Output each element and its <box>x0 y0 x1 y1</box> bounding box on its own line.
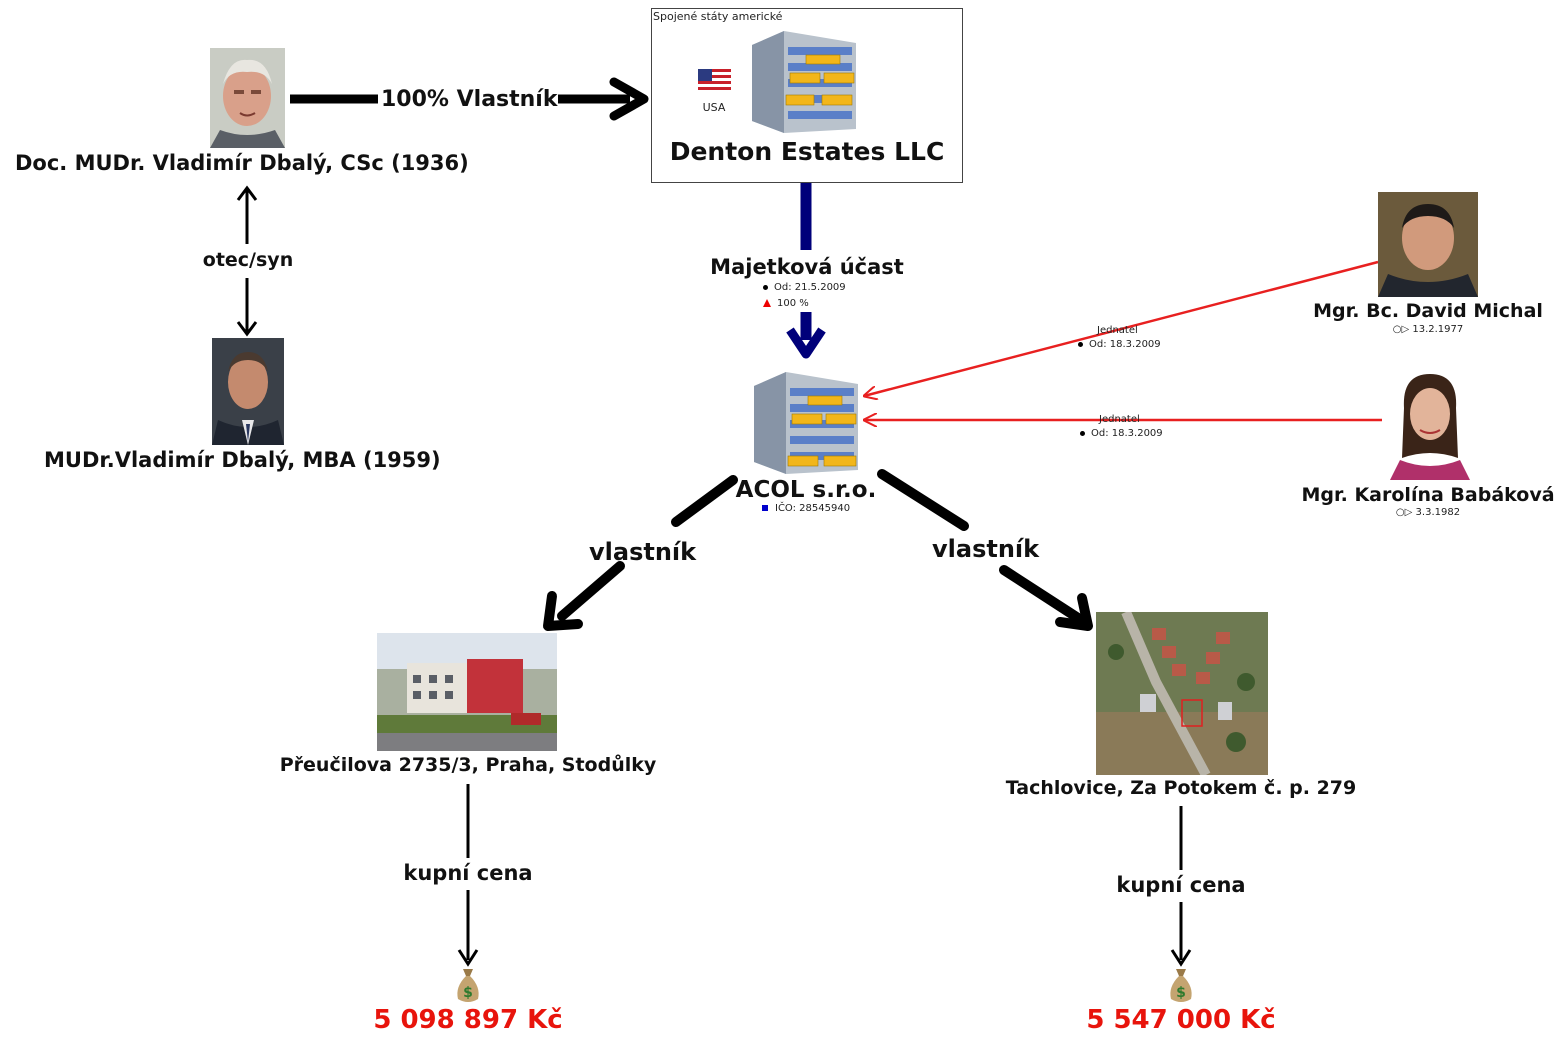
person-name-michal: Mgr. Bc. David Michal <box>1313 300 1543 322</box>
jednatel-1-label: Jednatel <box>1097 325 1138 336</box>
us-flag-icon <box>698 69 731 93</box>
svg-text:$: $ <box>463 985 473 1001</box>
person-birth-babakova: ○▷ 3.3.1982 <box>1396 507 1460 518</box>
stake-from: Od: 21.5.2009 <box>763 282 846 293</box>
relation-label-price-right: kupní cena <box>1116 873 1246 897</box>
price-left: 5 098 897 Kč <box>373 1005 563 1035</box>
person-birth-michal-value: 13.2.1977 <box>1412 324 1464 335</box>
jednatel-2-from: Od: 18.3.2009 <box>1080 428 1163 439</box>
arrow-owner-100 <box>290 77 649 121</box>
person-birth-babakova-value: 3.3.1982 <box>1415 507 1461 518</box>
arrow-father-son <box>236 185 258 337</box>
denton-company-name: Denton Estates LLC <box>669 137 945 166</box>
acol-company-name: ACOL s.r.o. <box>735 477 877 503</box>
property-photo-left <box>377 633 557 751</box>
birth-icon: ○▷ <box>1395 507 1413 518</box>
acol-ico-value: IČO: 28545940 <box>775 503 851 514</box>
svg-text:$: $ <box>1176 985 1186 1001</box>
property-address-right: Tachlovice, Za Potokem č. p. 279 <box>1005 777 1357 799</box>
person-name-babakova: Mgr. Karolína Babáková <box>1301 484 1555 506</box>
person-name-junior: MUDr.Vladimír Dbalý, MBA (1959) <box>44 448 441 472</box>
stake-pct: 100 % <box>763 298 809 309</box>
denton-country-header: Spojené státy americké <box>653 10 783 23</box>
person-photo-babakova <box>1382 368 1477 480</box>
relation-label-owner-left: vlastník <box>589 538 697 566</box>
arrow-owner-right <box>877 469 1093 631</box>
price-right: 5 547 000 Kč <box>1086 1005 1276 1035</box>
person-name-senior: Doc. MUDr. Vladimír Dbalý, CSc (1936) <box>15 151 469 175</box>
arrow-price-left <box>457 784 479 967</box>
jednatel-2-from-value: Od: 18.3.2009 <box>1091 428 1163 439</box>
denton-company-box: Spojené státy americké USA Denton Estate… <box>651 8 963 183</box>
jednatel-1-from-value: Od: 18.3.2009 <box>1089 339 1161 350</box>
building-icon <box>748 25 863 135</box>
denton-country: USA <box>702 101 726 114</box>
relation-label-stake: Majetková účast <box>710 255 904 279</box>
stake-pct-value: 100 % <box>777 298 809 309</box>
arrow-price-right <box>1170 806 1192 967</box>
stake-from-value: Od: 21.5.2009 <box>774 282 846 293</box>
money-bag-icon: $ <box>455 967 481 1005</box>
property-photo-right <box>1096 612 1268 775</box>
jednatel-2-label: Jednatel <box>1099 414 1140 425</box>
relation-label-price-left: kupní cena <box>403 861 533 885</box>
arrow-jednatel-1 <box>864 260 1379 396</box>
arrow-owner-left <box>543 475 738 631</box>
person-photo-michal <box>1378 192 1478 297</box>
arrow-stake <box>786 172 826 359</box>
person-photo-senior <box>210 48 285 148</box>
birth-icon: ○▷ <box>1392 324 1410 335</box>
money-bag-icon: $ <box>1168 967 1194 1005</box>
relation-label-owner-100: 100% Vlastník <box>381 87 558 112</box>
person-birth-michal: ○▷ 13.2.1977 <box>1393 324 1464 335</box>
building-icon <box>750 366 865 478</box>
jednatel-1-from: Od: 18.3.2009 <box>1078 339 1161 350</box>
acol-ico: IČO: 28545940 <box>762 503 850 514</box>
relation-label-owner-right: vlastník <box>932 535 1040 563</box>
relation-label-father-son: otec/syn <box>202 249 294 271</box>
property-address-left: Přeučilova 2735/3, Praha, Stodůlky <box>279 754 657 776</box>
person-photo-junior <box>212 338 284 445</box>
